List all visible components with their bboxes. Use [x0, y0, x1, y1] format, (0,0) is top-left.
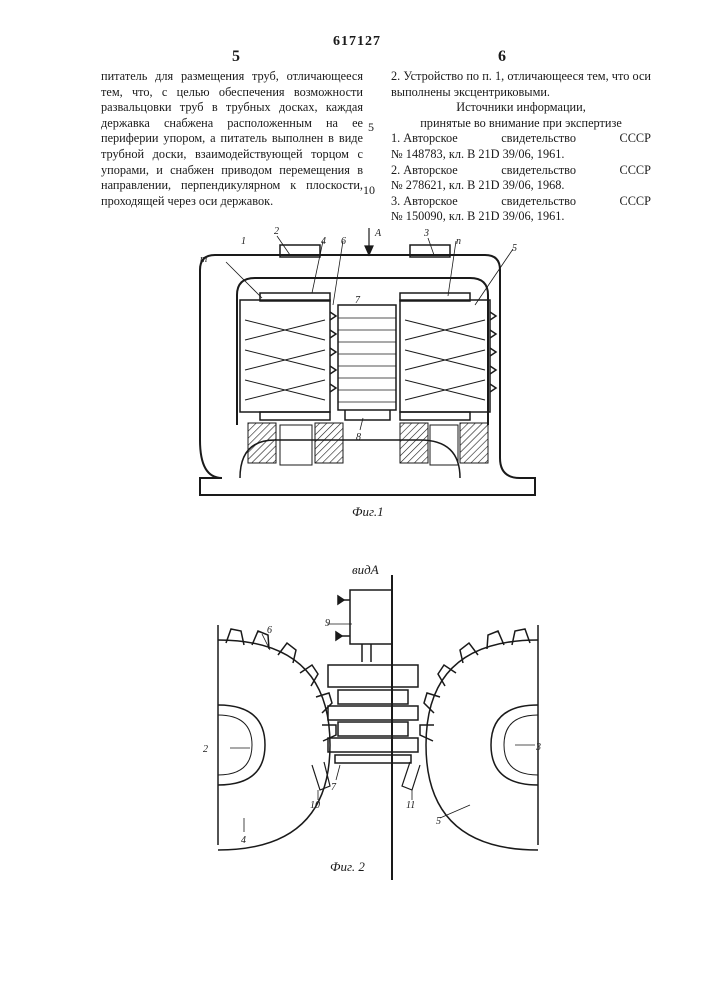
- fig2-label-11: 11: [406, 800, 415, 811]
- fig2-label-3: 3: [535, 742, 541, 753]
- label-n: n: [456, 236, 461, 247]
- hatched-supports: [248, 423, 488, 465]
- fig2-label-5: 5: [436, 816, 441, 827]
- label-m: m: [200, 254, 207, 265]
- fig2-label-10: 10: [310, 800, 320, 811]
- view-a-label: видА: [352, 562, 379, 577]
- label-6: 6: [341, 236, 346, 247]
- left-gear: [218, 625, 336, 850]
- figure-1-caption: Фиг.1: [352, 504, 384, 519]
- fig2-label-6: 6: [267, 625, 272, 636]
- fig2-label-2: 2: [203, 744, 208, 755]
- arrow-a: [365, 228, 373, 255]
- tube-sheet-stack: [328, 665, 418, 763]
- right-roller-holder: [400, 293, 496, 420]
- label-3: 3: [423, 228, 429, 239]
- tube-sheet: [338, 305, 396, 420]
- label-2: 2: [274, 226, 279, 237]
- label-1: 1: [241, 236, 246, 247]
- drive-cylinder: [336, 575, 392, 880]
- fig2-label-7: 7: [331, 782, 337, 793]
- label-5: 5: [512, 243, 517, 254]
- label-4: 4: [321, 236, 326, 247]
- leader-lines: [226, 236, 513, 430]
- label-arrow-a: A: [374, 228, 382, 239]
- figure-1: m 1 2 4 6 A 3 n 5 7 8 Фиг.1: [0, 0, 707, 530]
- leader-lines-fig2: [230, 624, 535, 832]
- figure-2: видА 6 9 2 3 7 10 11 5 4 Фиг. 2: [0, 530, 707, 900]
- left-roller-holder: [240, 293, 336, 420]
- label-8: 8: [356, 432, 361, 443]
- fig2-label-9: 9: [325, 618, 330, 629]
- figure-2-caption: Фиг. 2: [330, 859, 365, 874]
- fig2-label-4: 4: [241, 835, 246, 846]
